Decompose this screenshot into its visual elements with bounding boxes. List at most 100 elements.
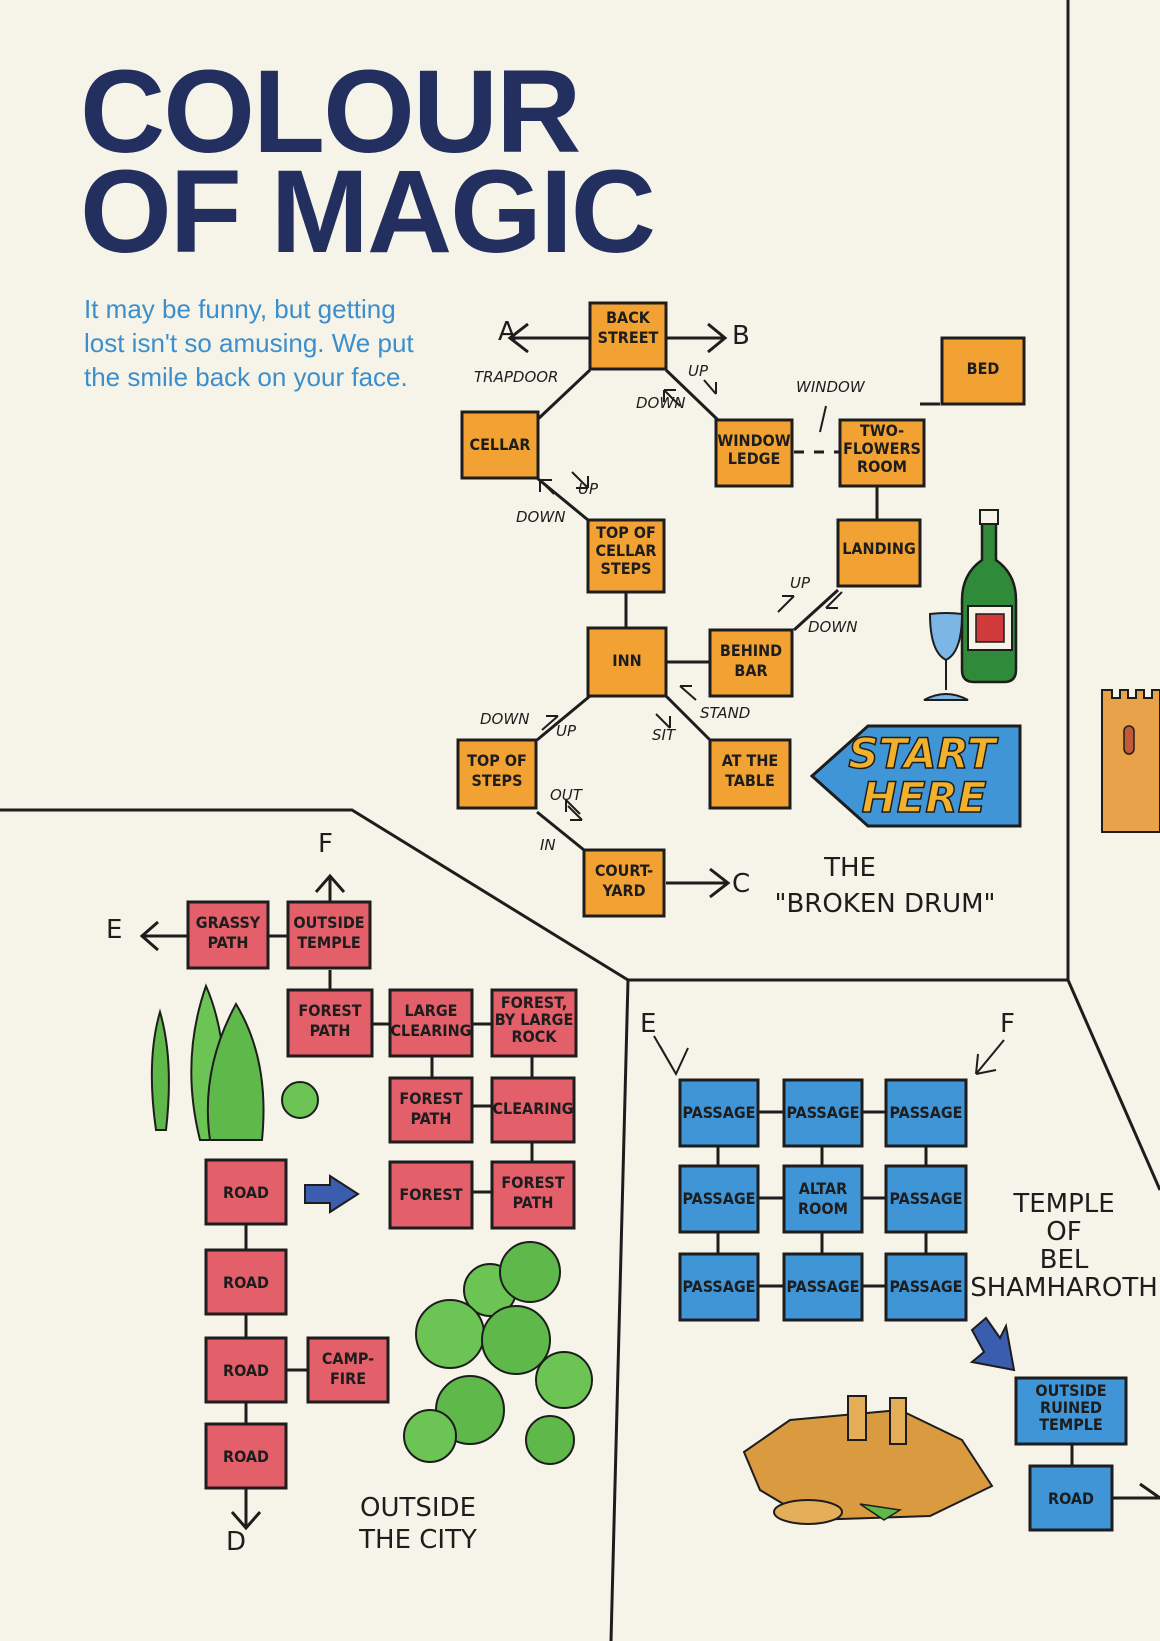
svg-text:PASSAGE: PASSAGE (682, 1103, 755, 1122)
intro-text: It may be funny, but getting lost isn't … (84, 294, 414, 392)
divider-inn-outside (0, 808, 629, 982)
blue-arrow-icon-2 (969, 1316, 1016, 1372)
room-passage-5[interactable]: PASSAGE (884, 1164, 968, 1234)
svg-text:PASSAGE: PASSAGE (889, 1103, 962, 1122)
room-passage-1[interactable]: PASSAGE (678, 1078, 760, 1148)
room-inn[interactable]: INN (586, 626, 668, 698)
wine-bottle-illustration (923, 509, 1018, 701)
direction-labels: TRAPDOOR WINDOW UP DOWN UP DOWN UP DOWN … (474, 362, 866, 854)
start-here-sign[interactable]: START HERE (809, 724, 1022, 828)
svg-text:FOREST: FOREST (399, 1185, 462, 1204)
svg-text:ROAD: ROAD (223, 1183, 269, 1202)
room-passage-6[interactable]: PASSAGE (678, 1252, 760, 1322)
label-window: WINDOW (796, 378, 866, 396)
label-in: IN (540, 836, 556, 854)
arrowheads (139, 322, 1160, 1531)
title-line-1: COLOUR (80, 46, 581, 178)
svg-text:HERE: HERE (862, 773, 987, 822)
room-road-1[interactable]: ROAD (204, 1158, 288, 1226)
divider-inn-temple (609, 0, 1070, 1641)
label-sit: SIT (652, 726, 677, 744)
label-up-steps: UP (556, 722, 577, 740)
room-road-2[interactable]: ROAD (204, 1248, 288, 1316)
exit-e-temple: E (640, 1009, 656, 1039)
room-passage-3[interactable]: PASSAGE (884, 1078, 968, 1148)
exit-f-temple: F (1000, 1009, 1015, 1039)
label-down-steps: DOWN (480, 710, 529, 728)
svg-text:PASSAGE: PASSAGE (786, 1103, 859, 1122)
room-forest[interactable]: FOREST (388, 1160, 474, 1230)
svg-text:PASSAGE: PASSAGE (889, 1277, 962, 1296)
svg-text:ROAD: ROAD (223, 1361, 269, 1380)
svg-text:INN: INN (612, 651, 641, 670)
trees-illustration (150, 983, 593, 1465)
exit-labels: A B C D E F E F (106, 317, 1015, 1557)
castle-tower-illustration (1101, 689, 1160, 833)
svg-text:ROAD: ROAD (1048, 1489, 1094, 1508)
title-line-2: OF MAGIC (80, 146, 656, 278)
room-bed[interactable]: BED (940, 336, 1026, 406)
svg-text:PASSAGE: PASSAGE (682, 1189, 755, 1208)
svg-text:COURT-YARD: COURT-YARD (595, 861, 653, 900)
svg-text:ROAD: ROAD (223, 1447, 269, 1466)
label-down-cellar: DOWN (516, 508, 565, 526)
room-road-4[interactable]: ROAD (204, 1422, 288, 1490)
svg-text:CELLAR: CELLAR (470, 435, 531, 454)
room-landing[interactable]: LANDING (836, 518, 922, 588)
room-road-3[interactable]: ROAD (204, 1336, 288, 1404)
room-passage-8[interactable]: PASSAGE (884, 1252, 968, 1322)
region-title-inn: THE"BROKEN DRUM" (774, 853, 995, 919)
exit-e-left: E (106, 915, 122, 945)
svg-text:PASSAGE: PASSAGE (889, 1189, 962, 1208)
svg-text:PASSAGE: PASSAGE (786, 1277, 859, 1296)
exit-b: B (732, 321, 750, 351)
svg-text:CAMP-FIRE: CAMP-FIRE (322, 1349, 374, 1388)
room-clearing[interactable]: CLEARING (490, 1076, 576, 1144)
room-passage-2[interactable]: PASSAGE (782, 1078, 864, 1148)
room-cellar[interactable]: CELLAR (460, 410, 540, 480)
label-down-landing: DOWN (808, 618, 857, 636)
room-passage-4[interactable]: PASSAGE (678, 1164, 760, 1234)
room-road-5[interactable]: ROAD (1028, 1464, 1114, 1532)
room-courtyard[interactable]: COURT-YARD (582, 848, 666, 918)
label-out: OUT (550, 786, 584, 804)
room-passage-7[interactable]: PASSAGE (782, 1252, 864, 1322)
svg-text:ROAD: ROAD (223, 1273, 269, 1292)
exit-d: D (226, 1527, 246, 1557)
room-camp-fire[interactable]: CAMP-FIRE (306, 1336, 390, 1404)
